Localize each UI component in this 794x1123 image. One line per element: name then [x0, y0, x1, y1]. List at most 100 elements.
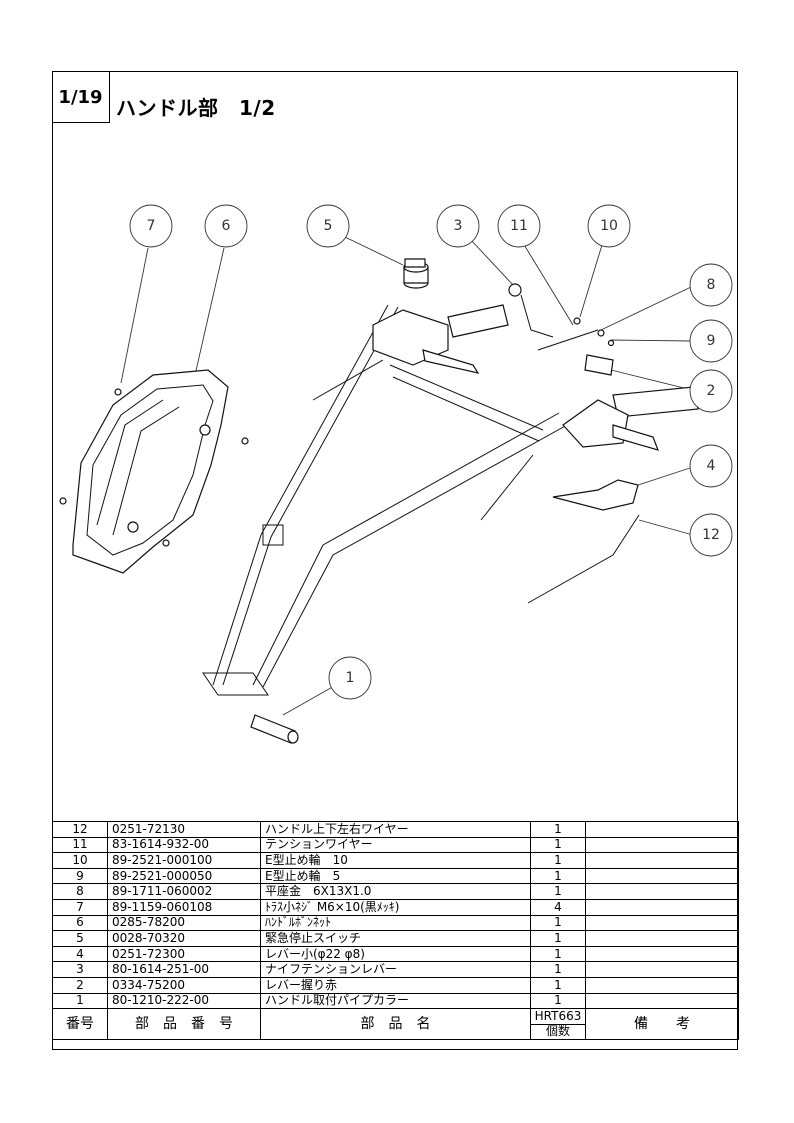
- svg-text:11: 11: [510, 218, 528, 234]
- cell-remarks: [585, 930, 739, 947]
- leader-7: [120, 247, 149, 384]
- screws-part: [59, 388, 249, 547]
- lever-grip-part: [584, 354, 614, 376]
- cell-qty: 1: [530, 976, 586, 994]
- cell-part-no: 89-1711-060002: [107, 883, 261, 900]
- leader-11: [522, 242, 574, 326]
- cell-name: レバー握り赤: [260, 976, 531, 994]
- leader-9: [610, 339, 693, 342]
- cell-no: 1: [52, 992, 108, 1010]
- tension-wire-part: [537, 329, 599, 351]
- cell-remarks: [585, 883, 739, 900]
- cell-no: 3: [52, 961, 108, 978]
- leader-3: [469, 238, 514, 286]
- cell-no: 2: [52, 976, 108, 994]
- page-title: ハンドル部 1/2: [116, 96, 276, 120]
- cell-remarks: [585, 976, 739, 994]
- cell-no: 4: [52, 945, 108, 963]
- cell-part-no: 83-1614-932-00: [107, 836, 261, 854]
- cell-part-no: 0028-70320: [107, 930, 261, 947]
- header-name: 部 品 名: [260, 1008, 531, 1041]
- callout-8: 8: [689, 263, 733, 307]
- handle-wire-part: [527, 514, 640, 604]
- cell-qty: 4: [530, 898, 586, 916]
- cell-remarks: [585, 945, 739, 963]
- svg-text:7: 7: [147, 218, 156, 234]
- knife-tension-lever-part: [508, 283, 554, 338]
- leader-1: [282, 684, 337, 716]
- parts-table-header: 番号 部 品 番 号 部 品 名 HRT663 個数 備 考: [52, 1008, 739, 1041]
- e-ring-10-part: [573, 317, 581, 325]
- small-lever-part: [552, 479, 639, 511]
- svg-text:6: 6: [222, 218, 231, 234]
- cell-qty: 1: [530, 961, 586, 978]
- svg-text:2: 2: [707, 383, 716, 399]
- leader-8: [600, 286, 692, 331]
- cell-qty: 1: [530, 945, 586, 963]
- leader-2: [610, 369, 693, 391]
- cell-qty: 1: [530, 852, 586, 869]
- page-number: 1/19: [52, 71, 110, 123]
- cell-remarks: [585, 961, 739, 978]
- cell-no: 8: [52, 883, 108, 900]
- cell-name: レバー小(φ22 φ8): [260, 945, 531, 963]
- washer-8-part: [597, 329, 605, 337]
- cell-part-no: 0334-75200: [107, 976, 261, 994]
- handle-bonnet-part: [72, 369, 229, 574]
- cell-remarks: [585, 836, 739, 854]
- header-remarks: 備 考: [585, 1008, 739, 1041]
- cell-name: 平座金 6X13X1.0: [260, 883, 531, 900]
- callout-6: 6: [204, 204, 248, 248]
- svg-text:9: 9: [707, 333, 716, 349]
- leader-12: [638, 519, 694, 536]
- cell-part-no: 80-1210-222-00: [107, 992, 261, 1010]
- cell-remarks: [585, 867, 739, 885]
- cell-part-no: 89-2521-000100: [107, 852, 261, 869]
- cell-no: 9: [52, 867, 108, 885]
- leader-6: [194, 247, 225, 376]
- svg-text:4: 4: [707, 458, 716, 474]
- cell-qty: 1: [530, 992, 586, 1010]
- callout-12: 12: [689, 513, 733, 557]
- callout-4: 4: [689, 444, 733, 488]
- header-qty: 個数: [545, 1024, 570, 1039]
- cell-qty: 1: [530, 821, 586, 838]
- emergency-switch-part: [403, 258, 429, 289]
- svg-text:10: 10: [600, 218, 618, 234]
- page-frame: [52, 71, 738, 1050]
- cell-name: テンションワイヤー: [260, 836, 531, 854]
- cell-part-no: 89-1159-060108: [107, 898, 261, 916]
- header-no: 番号: [52, 1008, 108, 1041]
- cell-no: 5: [52, 930, 108, 947]
- svg-text:5: 5: [324, 218, 333, 234]
- cell-remarks: [585, 898, 739, 916]
- cell-part-no: 0285-78200: [107, 914, 261, 932]
- cell-part-no: 0251-72130: [107, 821, 261, 838]
- right-grip-assembly: [480, 386, 699, 521]
- leader-5: [344, 236, 404, 266]
- cell-qty: 1: [530, 883, 586, 900]
- cell-no: 12: [52, 821, 108, 838]
- callout-9: 9: [689, 319, 733, 363]
- cell-no: 11: [52, 836, 108, 854]
- cell-name: E型止め輪 5: [260, 867, 531, 885]
- cell-name: ﾄﾗｽ小ﾈｼﾞ M6×10(黒ﾒｯｷ): [260, 898, 531, 916]
- e-ring-5-part: [607, 339, 615, 347]
- cell-name: E型止め輪 10: [260, 852, 531, 869]
- cell-name: ﾊﾝﾄﾞﾙﾎﾞﾝﾈｯﾄ: [260, 914, 531, 932]
- leader-10: [579, 244, 603, 318]
- cell-remarks: [585, 992, 739, 1010]
- cell-name: 緊急停止スイッチ: [260, 930, 531, 947]
- svg-text:3: 3: [454, 218, 463, 234]
- cell-remarks: [585, 852, 739, 869]
- cell-no: 10: [52, 852, 108, 869]
- callout-7: 7: [129, 204, 173, 248]
